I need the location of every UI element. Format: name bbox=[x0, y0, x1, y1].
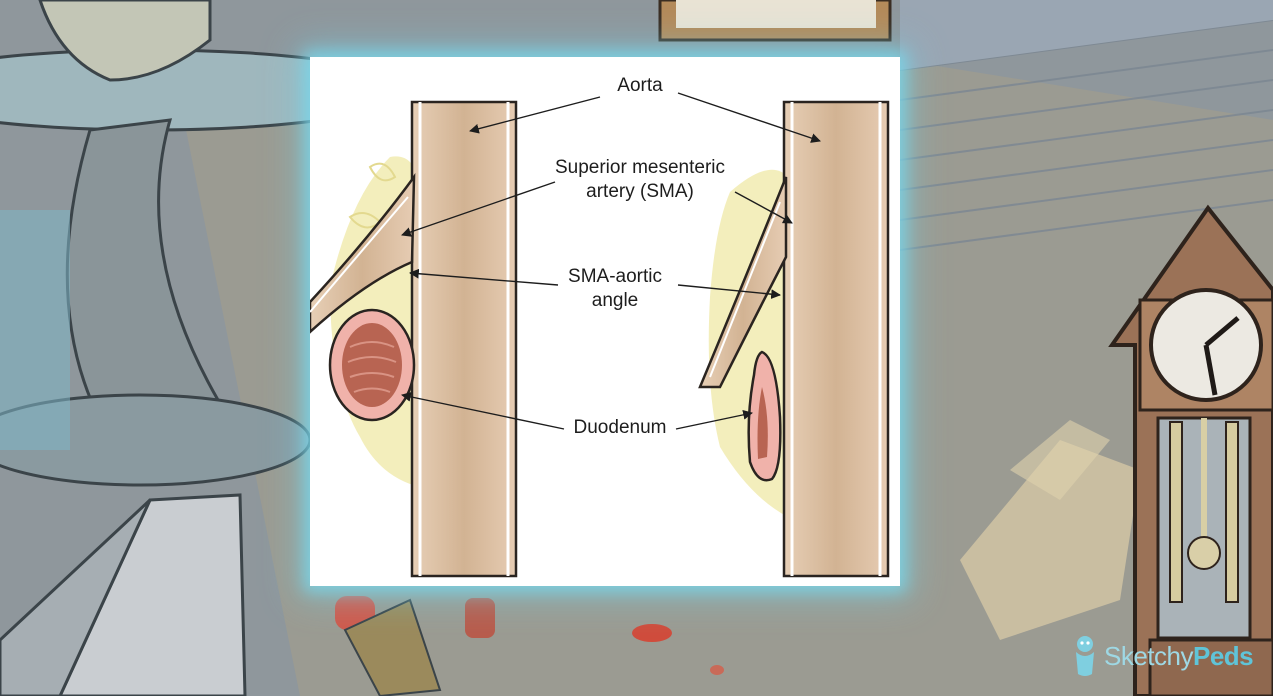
label-arrows bbox=[401, 92, 821, 430]
logo-prefix: Sketchy bbox=[1104, 640, 1194, 671]
label-angle-line1: SMA-aortic bbox=[568, 266, 662, 287]
diagram-drawing bbox=[310, 92, 890, 578]
label-duodenum: Duodenum bbox=[573, 417, 667, 438]
grandfather-clock bbox=[1108, 204, 1273, 696]
aorta-left bbox=[410, 100, 518, 578]
logo-suffix: Peds bbox=[1193, 640, 1254, 671]
label-sma-line2: artery (SMA) bbox=[586, 181, 694, 202]
arrow-angle-left bbox=[409, 268, 559, 286]
sketchy-peds-logo: SketchyPeds bbox=[1070, 632, 1254, 680]
label-sma-line1: Superior mesenteric bbox=[554, 157, 726, 178]
arrow-aorta-right bbox=[677, 92, 821, 143]
arrow-duodenum-left bbox=[401, 392, 565, 430]
label-angle-line2: angle bbox=[591, 290, 639, 311]
sma-left bbox=[310, 173, 416, 334]
aorta-right bbox=[782, 100, 890, 578]
arrow-angle-right bbox=[677, 284, 781, 300]
arrow-sma-left bbox=[401, 181, 556, 237]
compressed-anatomy bbox=[698, 100, 890, 578]
arrow-duodenum-right bbox=[675, 410, 753, 430]
label-aorta: Aorta bbox=[617, 75, 663, 96]
arrow-aorta-left bbox=[469, 96, 601, 134]
arrow-sma-right bbox=[734, 191, 793, 224]
label-sma-aortic-angle: SMA-aortic angle bbox=[550, 265, 680, 313]
logo-text: SketchyPeds bbox=[1104, 640, 1254, 672]
label-sma: Superior mesenteric artery (SMA) bbox=[540, 156, 740, 204]
wall-siding bbox=[899, 19, 1273, 251]
logo-mascot-icon bbox=[1076, 636, 1094, 676]
sma-syndrome-diagram: Aorta Superior mesenteric artery (SMA) S… bbox=[310, 57, 900, 586]
normal-anatomy bbox=[310, 100, 518, 578]
